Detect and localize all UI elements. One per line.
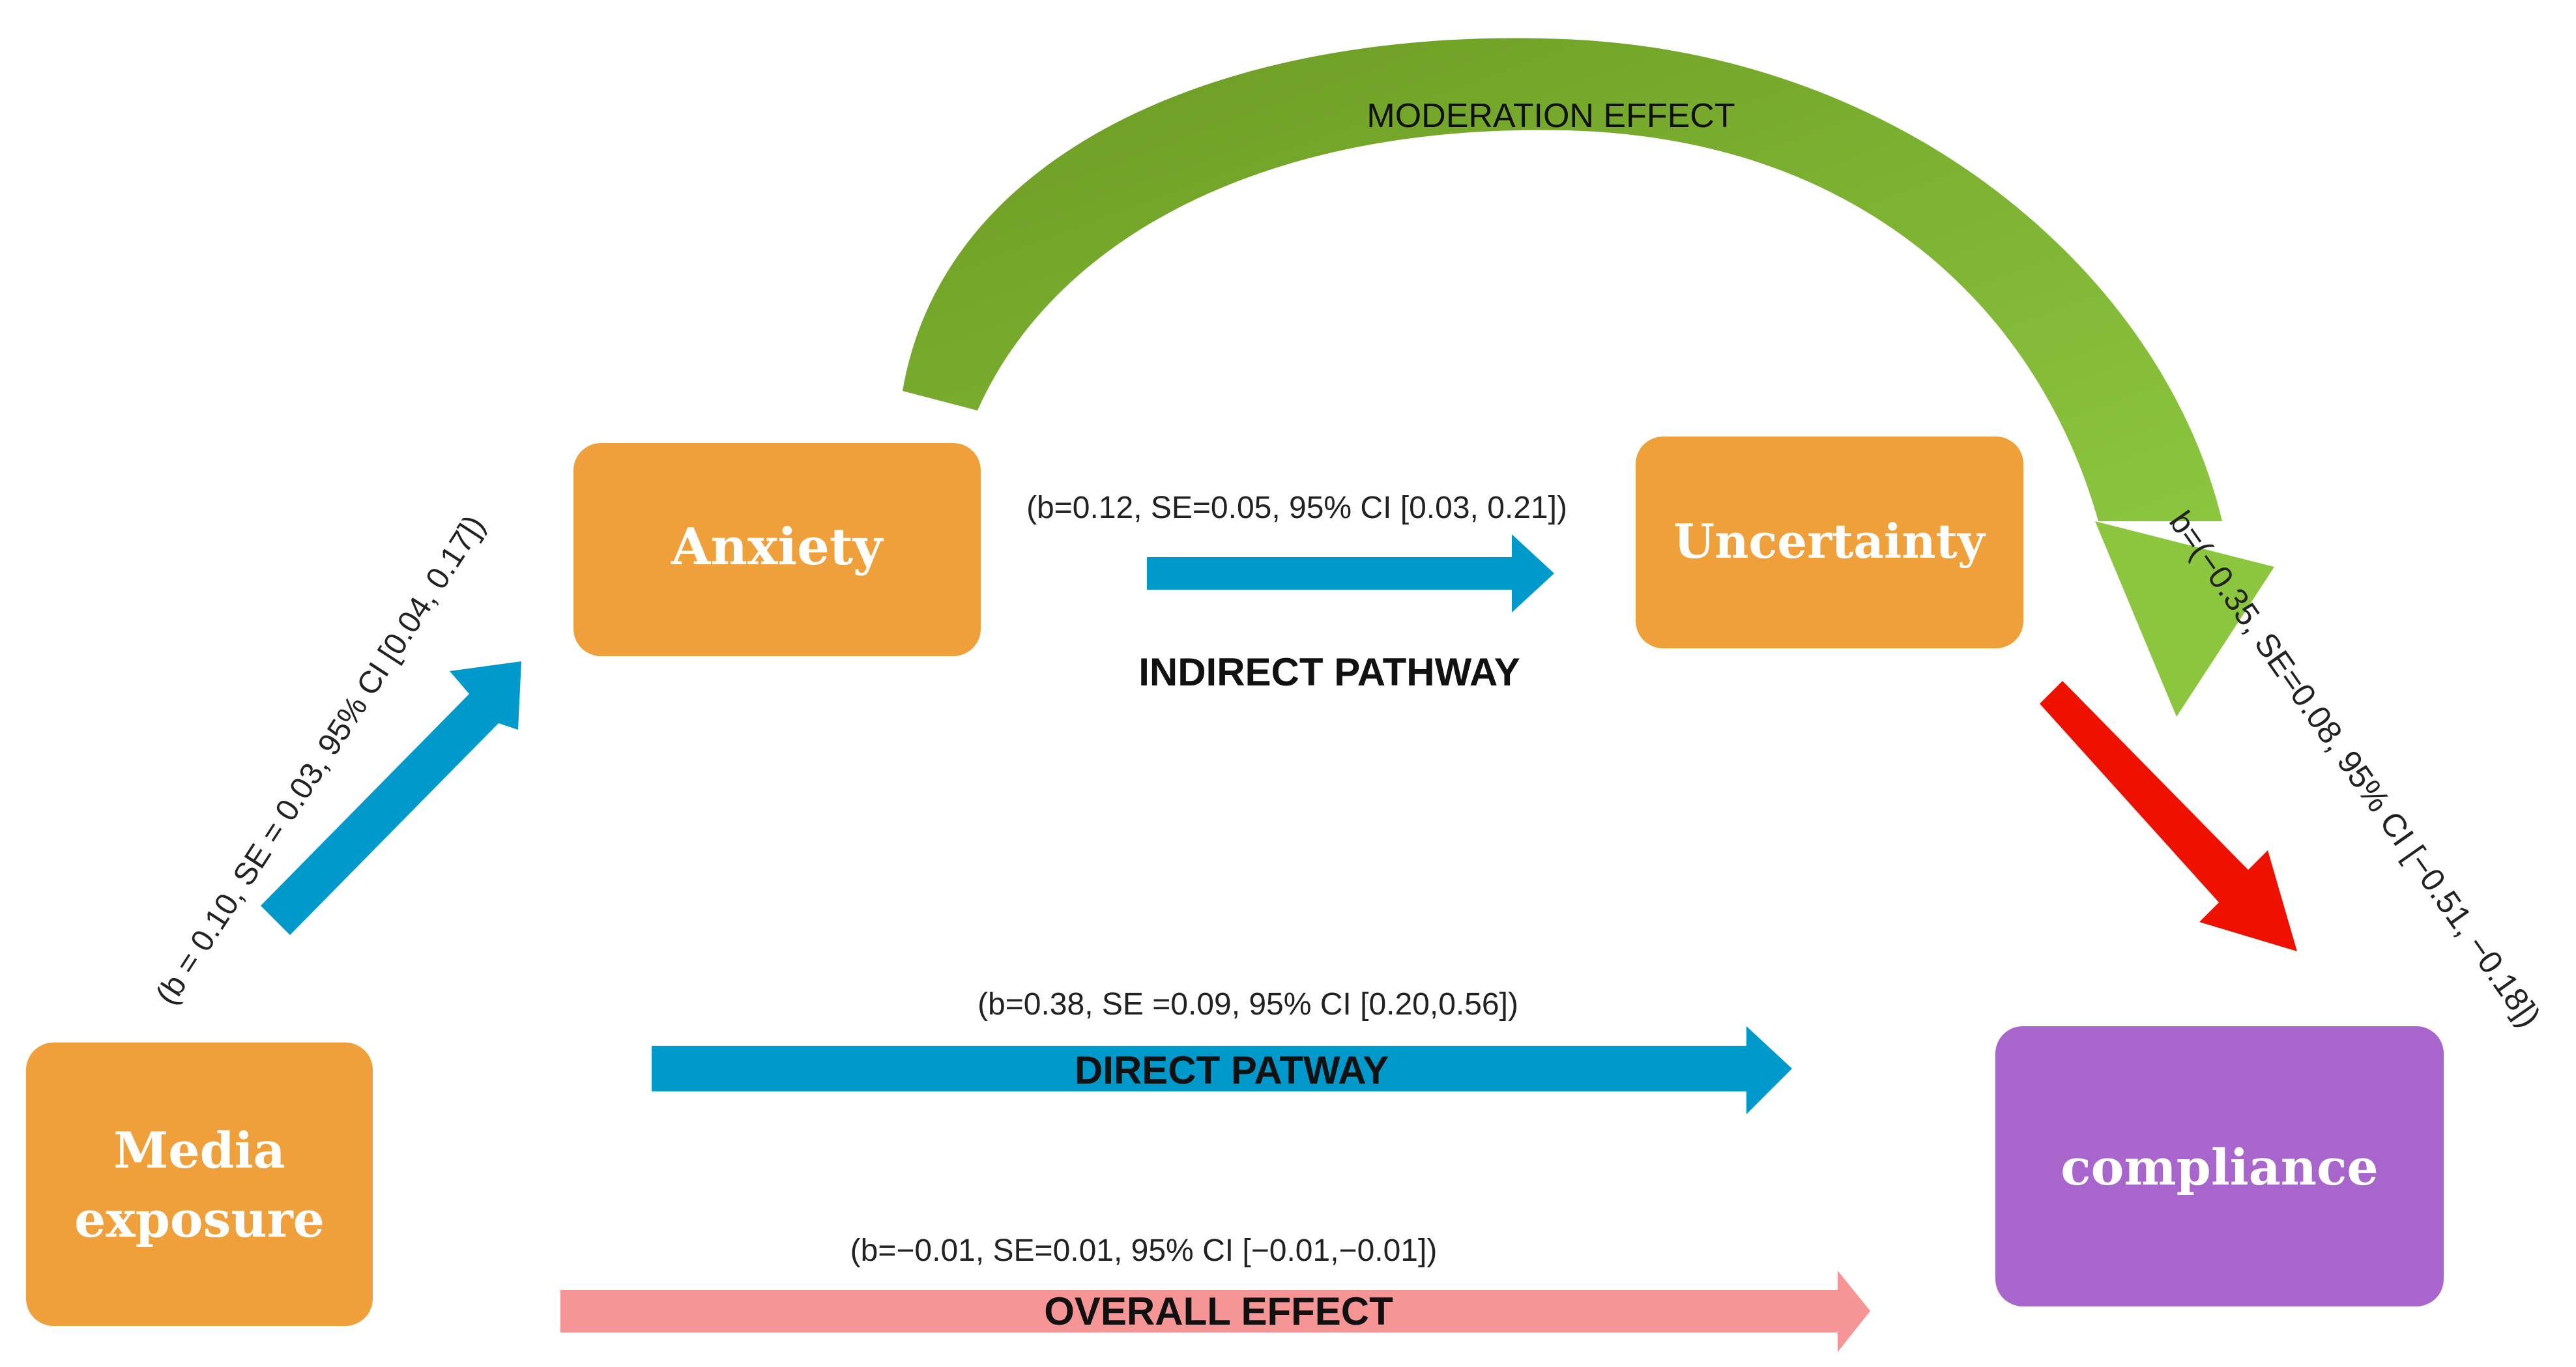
- uncertainty-to-compliance-arrow: [2040, 681, 2297, 951]
- media-to-anxiety-arrow: [261, 661, 521, 935]
- media-exposure-node: Media exposure: [26, 1043, 373, 1326]
- media-exposure-label-line2: exposure: [74, 1190, 325, 1248]
- overall-effect-arrow: [560, 1271, 1870, 1352]
- uncertainty-node: Uncertainty: [1636, 437, 2023, 648]
- anxiety-label: Anxiety: [671, 517, 884, 577]
- indirect-pathway-title: INDIRECT PATHWAY: [1138, 650, 1520, 694]
- moderation-effect-label: MODERATION EFFECT: [1367, 97, 1735, 135]
- anxiety-to-uncertainty-arrow: [1147, 534, 1554, 612]
- uncertainty-label: Uncertainty: [1673, 513, 1986, 569]
- media-exposure-label-line1: Media: [113, 1121, 285, 1179]
- anxiety-node: Anxiety: [573, 443, 981, 656]
- moderation-effect-arrow: [903, 38, 2274, 717]
- overall-effect-title: OVERALL EFFECT: [1044, 1289, 1393, 1333]
- compliance-node: compliance: [1995, 1026, 2444, 1306]
- uncertainty-to-compliance-stat: b=(−0.35, SE=0.08, 95% CI [−0.51, −0.18]…: [2162, 504, 2548, 1033]
- overall-effect-stat: (b=−0.01, SE=0.01, 95% CI [−0.01,−0.01]): [850, 1233, 1438, 1268]
- anxiety-to-uncertainty-stat: (b=0.12, SE=0.05, 95% CI [0.03, 0.21]): [1026, 491, 1567, 525]
- compliance-label: compliance: [2061, 1138, 2378, 1196]
- direct-pathway-arrow: [652, 1026, 1792, 1114]
- direct-pathway-stat: (b=0.38, SE =0.09, 95% CI [0.20,0.56]): [977, 987, 1518, 1022]
- direct-pathway-title: DIRECT PATWAY: [1075, 1048, 1389, 1092]
